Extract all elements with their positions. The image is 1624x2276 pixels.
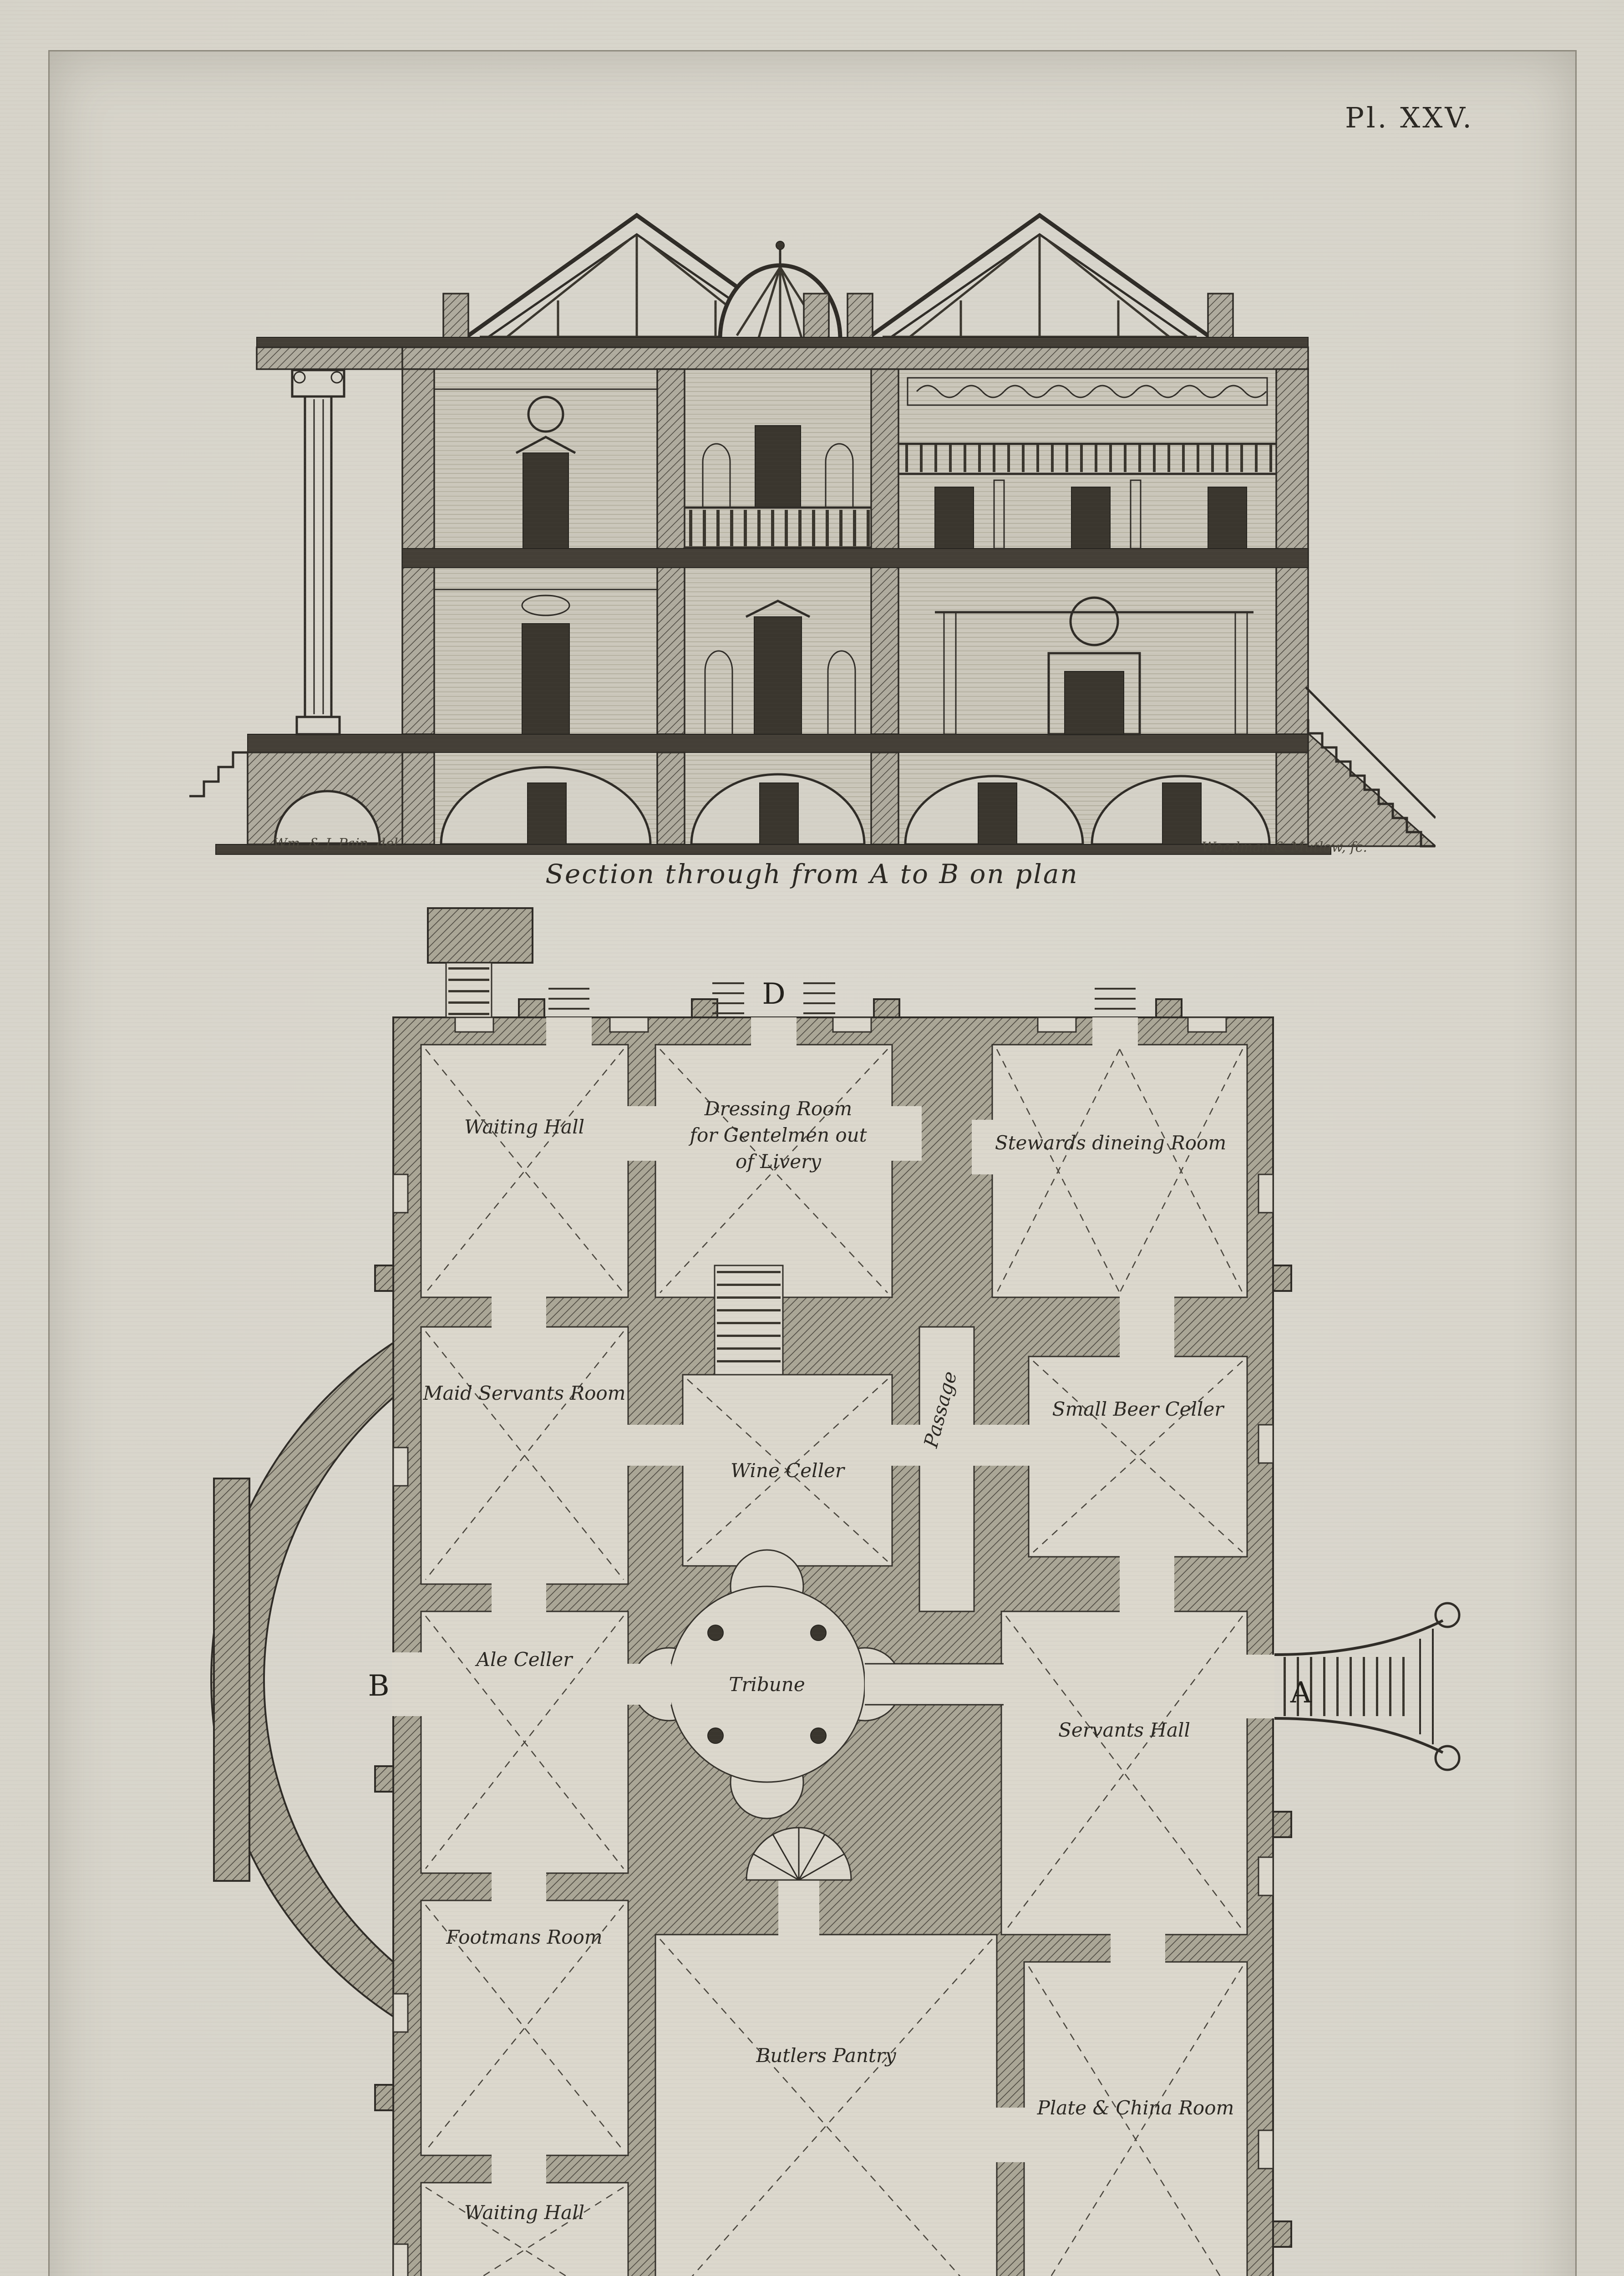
label-maid-servants: Maid Servants Room — [422, 1382, 625, 1404]
label-stewards-dining: Stewards dineing Room — [995, 1132, 1226, 1154]
delineator-credit: Wm. & J. Pain, del. — [273, 836, 403, 852]
north-west-outbuilding — [427, 907, 533, 964]
plate-mark-border — [48, 50, 1577, 2276]
parapet-blocks — [442, 293, 1234, 345]
plan-section-markers: D C B A — [368, 977, 1312, 1710]
marker-A: A — [1290, 1676, 1312, 1710]
exterior-stairs-right — [1305, 686, 1436, 848]
room-butlers-pantry — [655, 1934, 998, 2276]
marker-D: D — [762, 977, 785, 1011]
section-drawing — [189, 213, 1436, 855]
room-small-beer-cellar — [1028, 1356, 1248, 1558]
label-ale-cellar: Ale Celler — [475, 1648, 574, 1671]
room-passage — [919, 1326, 975, 1612]
exterior-stair-north-west — [445, 962, 492, 1018]
label-waiting-hall-north: Waiting Hall — [464, 1116, 584, 1138]
label-small-beer-cellar: Small Beer Celler — [1052, 1398, 1225, 1420]
west-screen-wall — [213, 1478, 250, 1882]
label-plate-china: Plate & China Room — [1037, 2097, 1234, 2119]
room-plate-china — [1023, 1961, 1248, 2276]
label-butlers-pantry: Butlers Pantry — [756, 2044, 896, 2067]
terrace-steps-left — [189, 751, 403, 845]
marker-B: B — [368, 1669, 389, 1703]
plan-vault-diagonals — [425, 1049, 1243, 2276]
upper-floor-interior — [434, 377, 1276, 549]
label-wine-cellar: Wine Celler — [731, 1459, 846, 1482]
plan-window-recesses — [392, 1016, 1274, 2276]
plan-room-labels: Waiting Hall Dressing Room for Gentelmen… — [422, 1097, 1234, 2224]
label-waiting-hall-south: Waiting Hall — [464, 2201, 584, 2224]
interior-stair-fan — [746, 1827, 852, 1939]
plate-number: Pl. XXV. — [1345, 101, 1474, 134]
label-footmans-room: Footmans Room — [446, 1926, 602, 1948]
section-caption: Section through from A to B on plan — [545, 859, 1079, 889]
entrance-steps-north — [548, 982, 1136, 1015]
label-dressing-room-1: Dressing Room — [704, 1097, 852, 1120]
label-servants-hall: Servants Hall — [1058, 1719, 1190, 1741]
entrance-stair-east — [1274, 1602, 1461, 1771]
basement-vaults — [215, 752, 1331, 855]
roof-truss-right — [853, 213, 1226, 346]
label-dressing-room-2: for Gentelmen out — [688, 1124, 867, 1146]
portico-column — [291, 369, 345, 736]
engraver-credit: Woodman & Mutlow, fc. — [1202, 839, 1367, 855]
room-waiting-hall-south — [420, 2182, 629, 2276]
room-servants-hall — [1000, 1610, 1248, 1936]
principal-floor-interior — [434, 589, 1254, 736]
entablature-band — [256, 337, 1309, 370]
interior-stair-straight — [714, 1265, 784, 1376]
room-stewards-dining — [991, 1044, 1248, 1298]
floor-plan-drawing: Waiting Hall Dressing Room for Gentelmen… — [210, 907, 1461, 2276]
walls-and-floors — [247, 368, 1309, 753]
label-dressing-room-3: of Livery — [736, 1150, 822, 1173]
label-tribune: Tribune — [729, 1673, 805, 1696]
plan-rooms — [420, 1044, 1248, 2276]
